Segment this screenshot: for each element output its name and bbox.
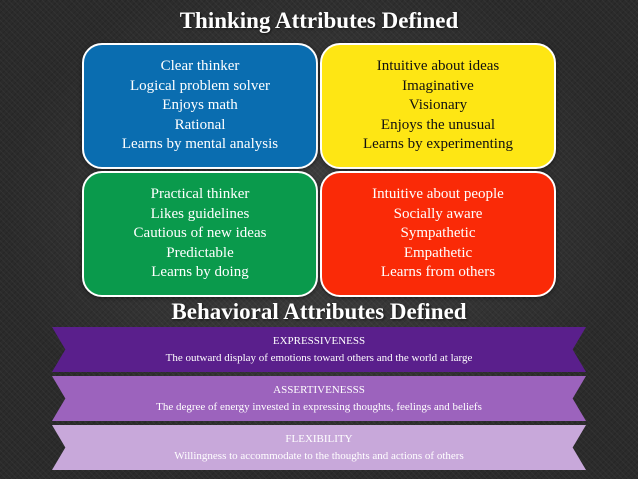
analytical-quadrant: Clear thinker Logical problem solver Enj… <box>82 43 318 169</box>
quadrant-line: Clear thinker <box>160 58 240 75</box>
quadrant-line: Imaginative <box>402 77 474 94</box>
quadrant-line: Learns by experimenting <box>363 136 513 153</box>
flexibility-band: FLEXIBILITY Willingness to accommodate t… <box>52 425 586 470</box>
quadrant-line: Logical problem solver <box>130 77 270 94</box>
band-title: EXPRESSIVENESS <box>272 334 366 347</box>
behavioral-attributes-title: Behavioral Attributes Defined <box>171 299 467 324</box>
thinking-attributes-title: Thinking Attributes Defined <box>179 8 459 33</box>
quadrant-line: Predictable <box>166 244 234 261</box>
quadrant-line: Empathetic <box>403 244 473 261</box>
conceptual-quadrant: Intuitive about ideas Imaginative Vision… <box>320 43 556 169</box>
quadrant-line: Intuitive about people <box>372 186 504 203</box>
quadrant-line: Learns by doing <box>151 264 249 281</box>
band-description: The outward display of emotions toward o… <box>165 351 473 364</box>
quadrant-line: Cautious of new ideas <box>133 225 267 242</box>
quadrant-line: Learns from others <box>380 264 496 281</box>
band-description: Willingness to accommodate to the though… <box>174 449 464 462</box>
structural-quadrant: Practical thinker Likes guidelines Cauti… <box>82 171 318 297</box>
quadrant-line: Enjoys the unusual <box>380 116 496 133</box>
expressiveness-band: EXPRESSIVENESS The outward display of em… <box>52 327 586 372</box>
assertiveness-band: ASSERTIVENESSS The degree of energy inve… <box>52 376 586 421</box>
quadrant-line: Enjoys math <box>162 97 238 114</box>
band-title: ASSERTIVENESSS <box>273 383 365 396</box>
quadrant-line: Sympathetic <box>400 225 476 242</box>
quadrant-line: Intuitive about ideas <box>376 58 500 75</box>
quadrant-line: Learns by mental analysis <box>121 136 279 153</box>
quadrant-line: Socially aware <box>393 205 483 222</box>
quadrant-line: Rational <box>174 116 226 133</box>
band-description: The degree of energy invested in express… <box>156 400 482 413</box>
social-quadrant: Intuitive about people Socially aware Sy… <box>320 171 556 297</box>
quadrant-line: Practical thinker <box>150 186 250 203</box>
band-title: FLEXIBILITY <box>285 432 353 445</box>
quadrant-line: Likes guidelines <box>150 205 250 222</box>
quadrant-line: Visionary <box>408 97 468 114</box>
